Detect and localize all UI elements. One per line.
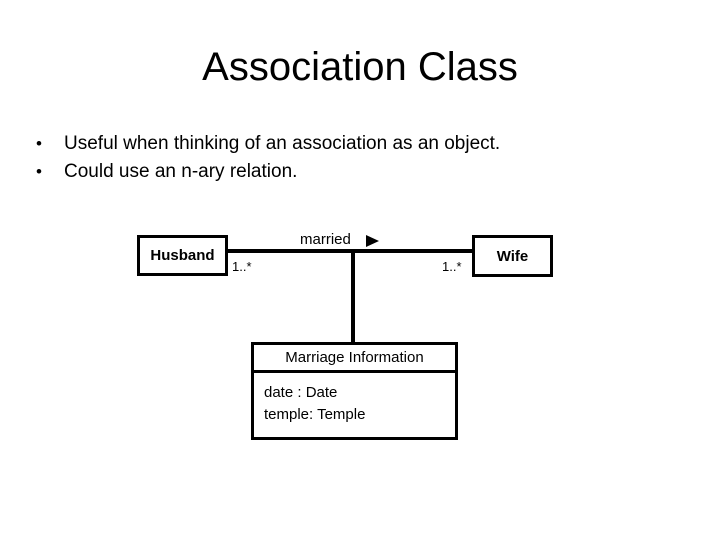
uml-attribute: temple: Temple [264,406,366,423]
uml-class-name: Husband [150,247,215,264]
multiplicity-wife-end: 1..* [442,259,462,274]
bullet-point-icon: • [36,134,42,153]
right-triangle-icon [366,235,379,247]
association-class-link-line [351,251,355,347]
bullet-point-icon: • [36,162,42,181]
uml-attribute-compartment: date : Date temple: Temple [254,373,455,426]
uml-class-name: Wife [496,247,529,265]
association-line [226,249,474,253]
page-title: Association Class [202,45,518,89]
association-label: married [300,231,351,248]
uml-attribute: date : Date [264,384,338,401]
list-item: • Useful when thinking of an association… [36,130,686,158]
uml-class-wife: Wife [472,235,553,277]
multiplicity-husband-end: 1..* [232,259,252,274]
uml-class-name: Marriage Information [254,345,455,373]
uml-association-class-marriage-information: Marriage Information date : Date temple:… [251,342,458,440]
bullet-text: Useful when thinking of an association a… [64,133,501,154]
bullet-text: Could use an n-ary relation. [64,161,298,182]
uml-class-husband: Husband [137,235,228,276]
list-item: • Could use an n-ary relation. [36,158,686,186]
bullet-list: • Useful when thinking of an association… [36,130,686,186]
